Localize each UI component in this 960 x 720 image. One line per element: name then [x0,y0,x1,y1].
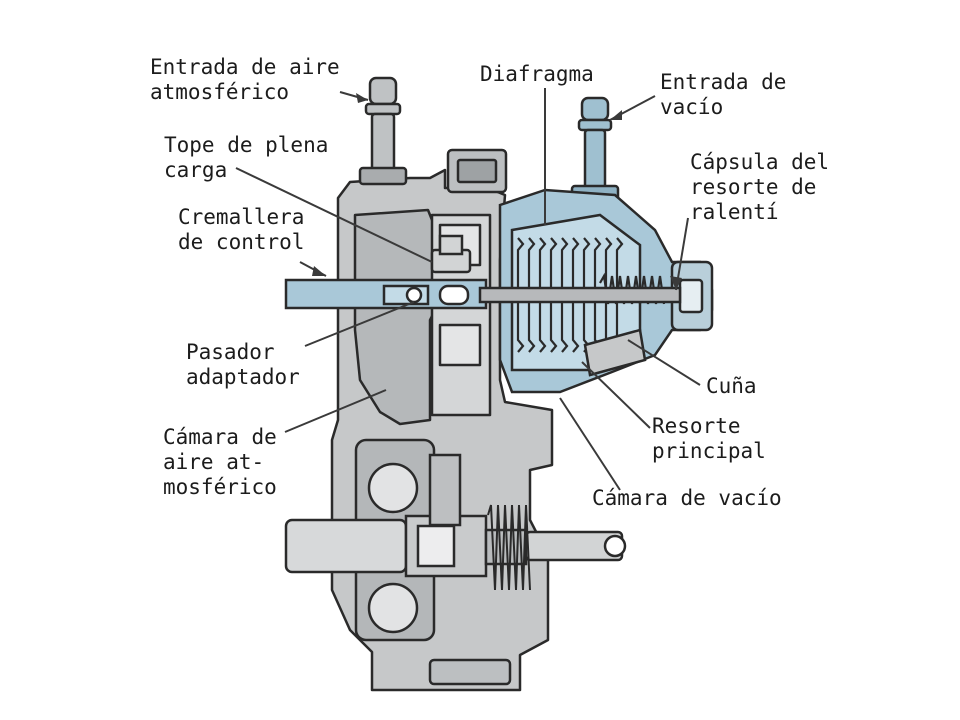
label-diafragma: Diafragma [480,62,594,87]
label-cuna: Cuña [706,374,757,399]
label-capsula-line2: resorte de [690,175,817,199]
label-tope-line2: carga [164,158,228,182]
label-capsula-resorte: Cápsula del resorte de ralentí [690,150,829,225]
label-camara-vacio: Cámara de vacío [592,486,782,511]
label-resorte-principal: Resorte principal [652,414,766,464]
leader-arrowheads [312,93,682,290]
label-resorte-line1: Resorte [652,414,741,438]
label-camara-aire-line1: Cámara de [163,425,277,449]
label-camara-aire-line3: mosférico [163,475,277,499]
label-cremallera-line2: de control [178,230,305,254]
label-camara-aire: Cámara de aire at- mosférico [163,425,277,500]
air-inlet-nipple [358,76,408,186]
label-camara-vacio-text: Cámara de vacío [592,486,782,510]
label-entrada-vacio: Entrada de vacío [660,70,786,120]
label-entrada-aire: Entrada de aire atmosférico [150,55,340,105]
governor-assembly [284,438,627,686]
label-capsula-line3: ralentí [690,200,779,224]
label-capsula-line1: Cápsula del [690,150,830,174]
label-entrada-vacio-line2: vacío [660,95,724,119]
label-cremallera-line1: Cremallera [178,205,305,229]
control-rack [284,278,682,310]
governor-spring-coil [487,504,531,591]
label-pasador: Pasador adaptador [186,340,300,390]
label-tope-line1: Tope de plena [164,133,329,157]
label-camara-aire-line2: aire at- [163,450,265,474]
label-cuna-text: Cuña [706,374,757,398]
label-entrada-aire-line2: atmosférico [150,80,290,104]
full-load-stop [430,234,472,274]
governor-spring [487,504,531,591]
label-tope-plena-carga: Tope de plena carga [164,133,328,183]
label-pasador-line2: adaptador [186,365,300,389]
label-resorte-line2: principal [652,439,766,463]
label-pasador-line1: Pasador [186,340,275,364]
vacuum-inlet-nipple [570,96,620,206]
label-entrada-aire-line1: Entrada de aire [150,55,340,79]
label-cremallera: Cremallera de control [178,205,304,255]
label-entrada-vacio-line1: Entrada de [660,70,787,94]
idle-spring-coil [599,272,666,305]
leader-lines [235,88,701,491]
label-diafragma-text: Diafragma [480,62,594,86]
idle-spring-cap [670,260,714,332]
